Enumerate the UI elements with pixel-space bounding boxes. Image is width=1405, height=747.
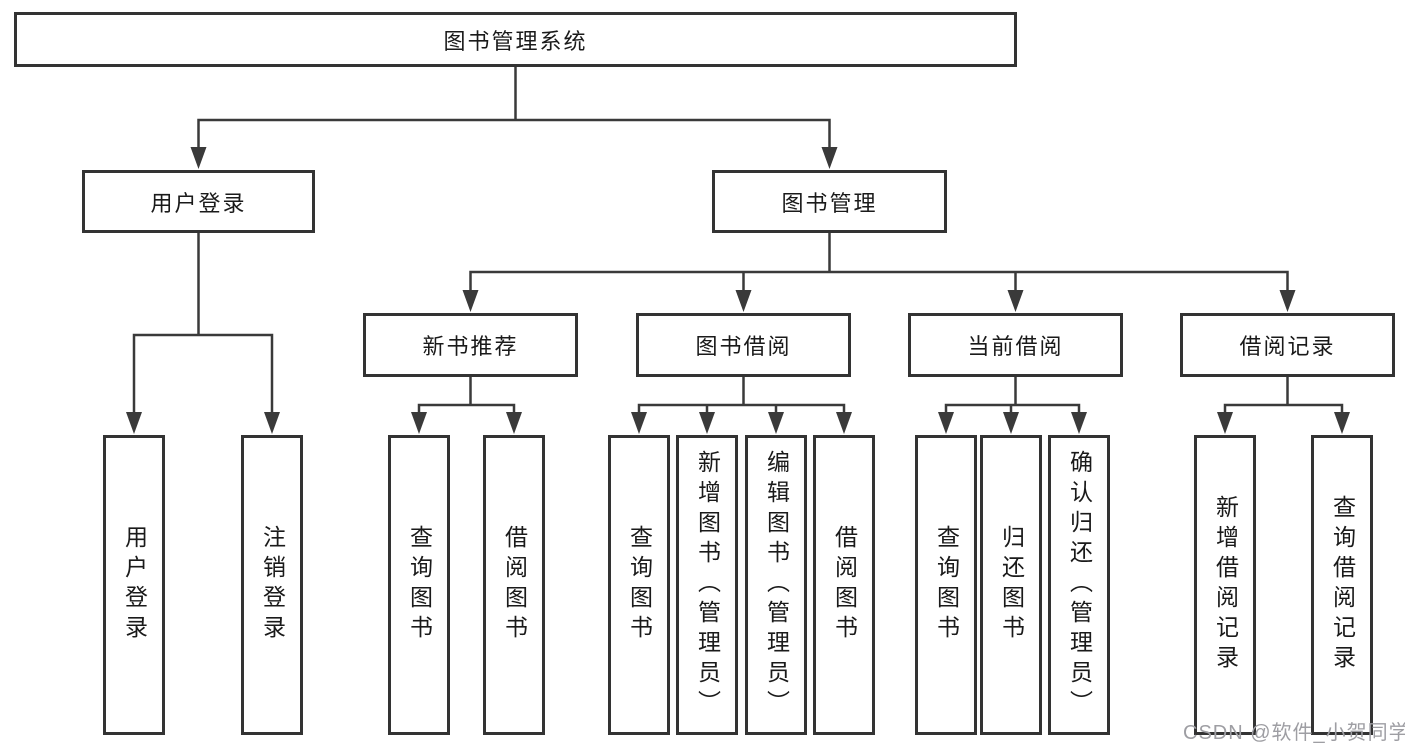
node-label: 图书借阅 <box>695 334 792 359</box>
node-label: 用户登录 <box>121 525 148 645</box>
leaf-query-borrow-record: 查询借阅记录 <box>1311 435 1373 735</box>
leaf-add-borrow-record: 新增借阅记录 <box>1194 435 1256 735</box>
node-label: 当前借阅 <box>967 334 1064 359</box>
node-book-borrow: 图书借阅 <box>636 313 851 377</box>
node-book-management: 图书管理 <box>712 170 947 233</box>
node-label: 查询图书 <box>406 525 433 645</box>
leaf-logout: 注销登录 <box>241 435 303 735</box>
leaf-query-books-current: 查询图书 <box>915 435 977 735</box>
node-user-login: 用户登录 <box>82 170 315 233</box>
node-label: 借阅图书 <box>831 525 858 645</box>
node-label: 用户登录 <box>150 190 247 216</box>
node-label: 新增借阅记录 <box>1212 495 1239 675</box>
node-borrow-records: 借阅记录 <box>1180 313 1395 377</box>
csdn-watermark: CSDN @软件_小贺同学 <box>1183 722 1405 744</box>
node-label: 图书管理 <box>781 190 878 216</box>
leaf-query-books-recommend: 查询图书 <box>388 435 450 735</box>
node-root-system: 图书管理系统 <box>14 12 1017 67</box>
leaf-confirm-return-admin: 确认归还（管理员） <box>1048 435 1110 735</box>
node-new-book-recommend: 新书推荐 <box>363 313 578 377</box>
node-label: 确认归还（管理员） <box>1066 450 1093 720</box>
node-label: 查询借阅记录 <box>1329 495 1356 675</box>
leaf-query-books-borrow: 查询图书 <box>608 435 670 735</box>
node-label: 注销登录 <box>259 525 286 645</box>
leaf-borrow-books: 借阅图书 <box>813 435 875 735</box>
node-label: 查询图书 <box>626 525 653 645</box>
node-label: 新增图书（管理员） <box>694 450 721 720</box>
node-current-borrow: 当前借阅 <box>908 313 1123 377</box>
node-label: 查询图书 <box>933 525 960 645</box>
leaf-edit-books-admin: 编辑图书（管理员） <box>745 435 807 735</box>
leaf-borrow-books-recommend: 借阅图书 <box>483 435 545 735</box>
node-label: 借阅图书 <box>501 525 528 645</box>
leaf-user-login: 用户登录 <box>103 435 165 735</box>
node-label: 归还图书 <box>998 525 1025 645</box>
leaf-return-books: 归还图书 <box>980 435 1042 735</box>
node-label: 编辑图书（管理员） <box>763 450 790 720</box>
node-label: 图书管理系统 <box>443 28 588 54</box>
node-label: 借阅记录 <box>1239 334 1336 359</box>
node-label: 新书推荐 <box>422 334 519 359</box>
leaf-add-books-admin: 新增图书（管理员） <box>676 435 738 735</box>
